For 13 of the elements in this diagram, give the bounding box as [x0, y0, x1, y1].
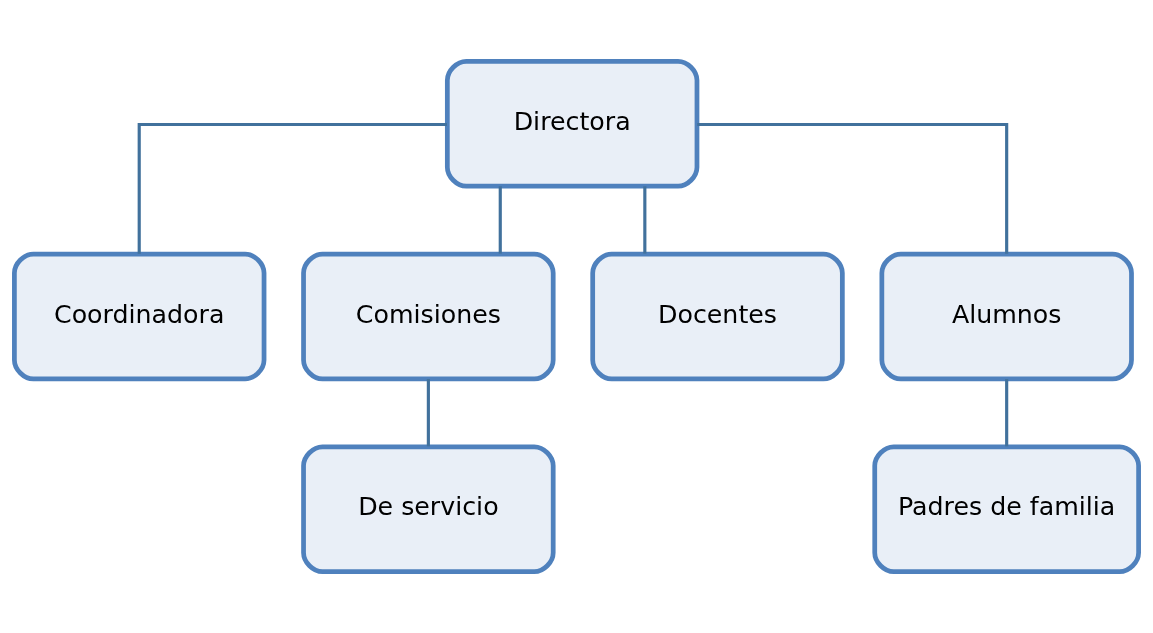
connector [643, 186, 647, 254]
connector [498, 186, 502, 254]
node-box: Coordinadora [12, 251, 267, 382]
node-box: Comisiones [301, 251, 556, 382]
connector [137, 122, 447, 254]
connector [697, 122, 1009, 254]
node-box: Alumnos [879, 251, 1134, 382]
connector [1005, 379, 1009, 447]
node-box: Padres de familia [872, 444, 1141, 575]
node-box: Docentes [590, 251, 845, 382]
connector [426, 379, 430, 447]
node-box: Directora [444, 58, 700, 189]
node-box: De servicio [301, 444, 556, 575]
